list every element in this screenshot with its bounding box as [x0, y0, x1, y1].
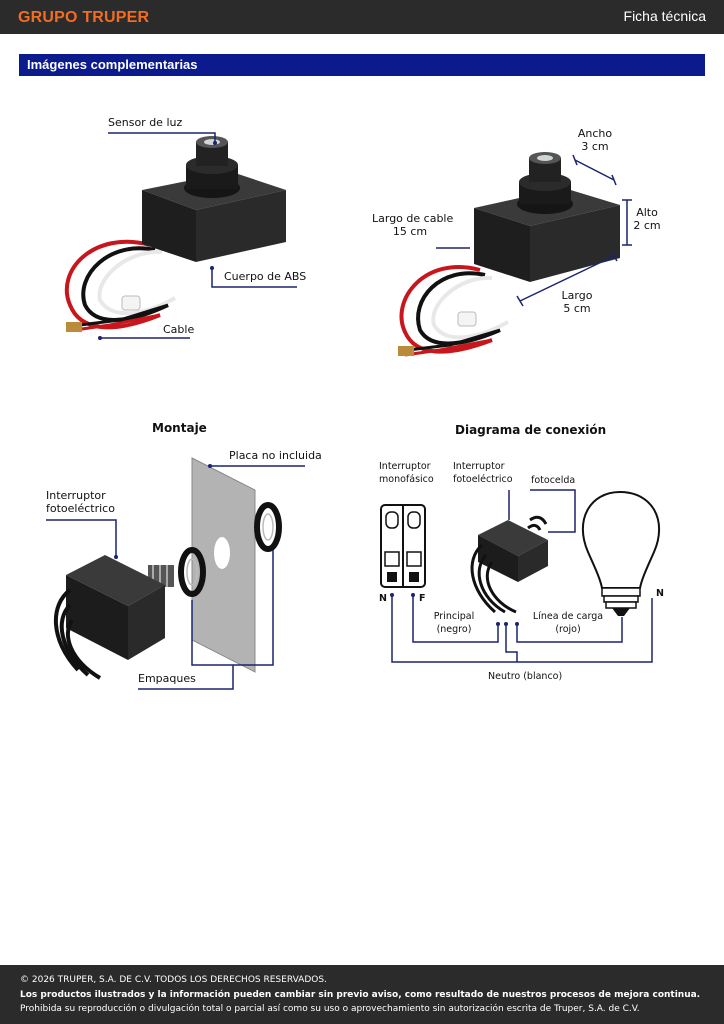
label-main: Principal (negro) — [428, 610, 480, 636]
section-header: Imágenes complementarias — [19, 54, 705, 76]
label-height: Alto 2 cm — [632, 206, 662, 232]
label-n-left: N — [379, 593, 387, 604]
label-n-right: N — [656, 588, 664, 599]
label-cable-length-value: 15 cm — [392, 225, 428, 238]
label-load-line2: (rojo) — [555, 624, 581, 635]
label-diagram-photo-switch: Interruptor fotoeléctrico — [453, 460, 513, 486]
product-photo-1 — [64, 136, 286, 332]
label-length-value: 5 cm — [563, 302, 591, 315]
label-length: Largo 5 cm — [556, 289, 598, 315]
brand-logo: GRUPO TRUPER — [18, 9, 150, 26]
diagram-wires — [391, 489, 653, 663]
product-photo-2 — [398, 152, 620, 357]
label-single-switch-line2: monofásico — [379, 474, 434, 485]
footer: © 2026 TRUPER, S.A. DE C.V. TODOS LOS DE… — [0, 965, 724, 1024]
wiring-diagram — [380, 490, 660, 616]
label-abs-body: Cuerpo de ABS — [224, 270, 307, 283]
label-load-line: Línea de carga (rojo) — [532, 610, 604, 636]
label-neutral: Neutro (blanco) — [488, 671, 563, 682]
mounting-illustration — [53, 457, 282, 680]
label-length-title: Largo — [561, 289, 593, 302]
mounting-title: Montaje — [152, 421, 207, 435]
label-cable: Cable — [163, 323, 195, 336]
label-width: Ancho 3 cm — [570, 127, 620, 153]
label-cable-length: Largo de cable 15 cm — [372, 212, 454, 238]
label-single-switch-line1: Interruptor — [379, 461, 431, 472]
label-width-value: 3 cm — [581, 140, 609, 153]
label-f: F — [419, 593, 426, 604]
label-photocell: fotocelda — [531, 475, 576, 486]
label-gaskets: Empaques — [138, 672, 196, 685]
label-height-title: Alto — [636, 206, 658, 219]
footer-copyright: © 2026 TRUPER, S.A. DE C.V. TODOS LOS DE… — [20, 975, 327, 985]
diagram-title: Diagrama de conexión — [455, 423, 607, 437]
label-single-switch: Interruptor monofásico — [379, 460, 434, 486]
section-title: Imágenes complementarias — [27, 57, 198, 72]
label-cable-length-title: Largo de cable — [372, 212, 454, 225]
label-load-line1: Línea de carga — [532, 611, 604, 622]
label-plate: Placa no incluida — [229, 449, 322, 462]
label-main-line2: (negro) — [436, 624, 472, 635]
label-diagram-photo-switch-line1: Interruptor — [453, 461, 505, 472]
header-bar: GRUPO TRUPER Ficha técnica — [0, 0, 724, 34]
label-photo-switch-line1: Interruptor — [46, 489, 106, 502]
label-photo-switch-line2: fotoeléctrico — [46, 502, 115, 515]
document-type: Ficha técnica — [623, 8, 706, 24]
label-photo-switch: Interruptor fotoeléctrico — [46, 489, 115, 515]
label-width-title: Ancho — [577, 127, 613, 140]
label-height-value: 2 cm — [633, 219, 661, 232]
label-diagram-photo-switch-line2: fotoeléctrico — [453, 474, 513, 485]
label-sensor: Sensor de luz — [108, 116, 183, 129]
label-main-line1: Principal — [433, 611, 475, 622]
footer-notice: Los productos ilustrados y la informació… — [20, 990, 701, 1000]
footer-prohibition: Prohibida su reproducción o divulgación … — [20, 1004, 640, 1014]
